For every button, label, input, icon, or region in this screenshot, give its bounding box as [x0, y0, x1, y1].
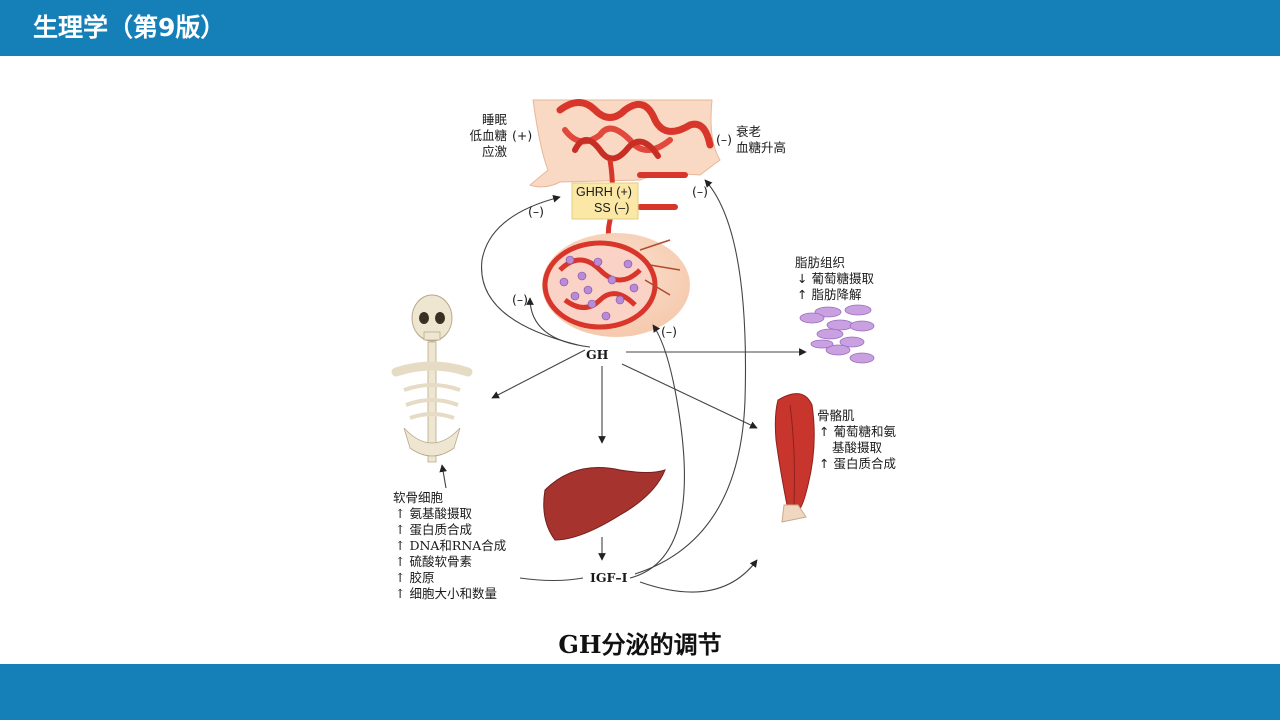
muscle-line-1: ↑ 葡萄糖和氨: [819, 424, 896, 439]
input-stress: 应激: [482, 144, 508, 159]
inhibit-sign: (–): [716, 132, 732, 147]
gh-hub-label: GH: [586, 347, 609, 362]
figure-caption: GH分泌的调节: [558, 630, 722, 659]
inhibit-aging: 衰老: [736, 124, 761, 139]
cartilage-title: 软骨细胞: [393, 490, 444, 505]
cartilage-line-2: ↑ 蛋白质合成: [395, 522, 472, 537]
liver-illustration: [543, 467, 666, 541]
muscle-line-2: 基酸摄取: [832, 440, 883, 455]
input-sleep: 睡眠: [482, 112, 508, 127]
muscle-line-3: ↑ 蛋白质合成: [819, 456, 896, 471]
feedback-sign-igf-pituitary: (–): [661, 324, 677, 339]
adipose-line-2: ↑ 脂肪降解: [797, 287, 861, 302]
adipose-title: 脂肪组织: [795, 255, 845, 270]
skeleton-illustration: [391, 294, 473, 463]
input-hypoglycemia: 低血糖: [469, 128, 507, 143]
feedback-sign-pituitary: (–): [512, 292, 528, 307]
inhibit-hyperglycemia: 血糖升高: [736, 140, 786, 155]
adipose-cells-illustration: [799, 304, 875, 364]
muscle-title: 骨骼肌: [817, 408, 855, 423]
diagram-arrows: [439, 179, 807, 593]
ss-label: SS (–): [594, 201, 629, 215]
pituitary-illustration: [542, 233, 690, 337]
cartilage-line-3: ↑ DNA和RNA合成: [395, 538, 506, 553]
footer-bar: [0, 664, 1280, 720]
muscle-illustration: [774, 393, 815, 523]
feedback-sign-hypothalamus: (–): [528, 204, 544, 219]
cartilage-line-6: ↑ 细胞大小和数量: [395, 586, 497, 601]
adipose-line-1: ↓ 葡萄糖摄取: [797, 271, 874, 286]
input-sign: (+): [512, 128, 532, 143]
feedback-sign-igf-hypothalamus: (–): [692, 184, 708, 199]
cartilage-line-5: ↑ 胶原: [395, 570, 434, 585]
ghrh-label: GHRH (+): [576, 185, 632, 199]
cartilage-line-1: ↑ 氨基酸摄取: [395, 506, 472, 521]
ghrh-ss-box: [571, 182, 639, 220]
header-bar: [0, 0, 1280, 56]
cartilage-line-4: ↑ 硫酸软骨素: [395, 554, 472, 569]
igf-hub-label: IGF–I: [590, 570, 628, 585]
course-title: 生理学（第9版）: [33, 13, 226, 42]
